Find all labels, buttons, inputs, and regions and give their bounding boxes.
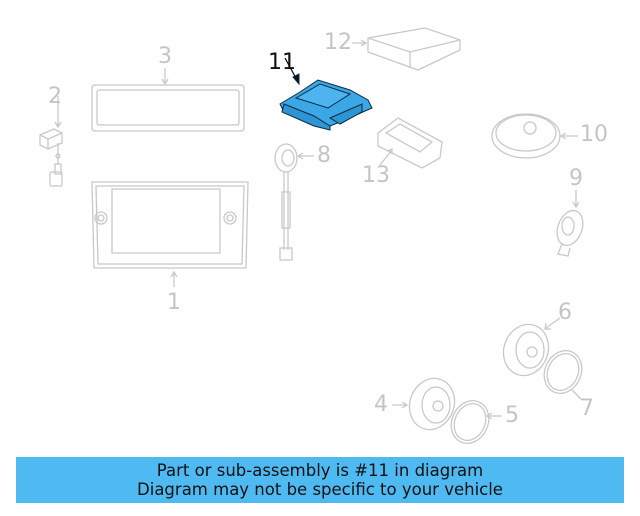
part-9-tweeter bbox=[556, 190, 584, 257]
part-4-speaker bbox=[392, 377, 456, 431]
callout-10[interactable]: 10 bbox=[580, 122, 608, 147]
part-7-ring bbox=[543, 350, 583, 401]
callout-6[interactable]: 6 bbox=[558, 300, 572, 325]
part-1-display bbox=[91, 181, 249, 287]
callout-5[interactable]: 5 bbox=[505, 403, 519, 428]
callout-3[interactable]: 3 bbox=[158, 44, 172, 69]
part-10-speaker bbox=[491, 113, 578, 159]
part-3-bezel bbox=[91, 68, 245, 132]
callout-8[interactable]: 8 bbox=[317, 143, 331, 168]
part-8-tweeter bbox=[274, 143, 314, 261]
callout-9[interactable]: 9 bbox=[569, 166, 583, 191]
callout-7[interactable]: 7 bbox=[580, 396, 594, 421]
banner-line-2: Diagram may not be specific to your vehi… bbox=[137, 480, 503, 499]
part-5-ring bbox=[450, 400, 502, 444]
part-12-module bbox=[352, 27, 461, 71]
part-2-sensor bbox=[39, 96, 63, 187]
part-11-control-module bbox=[279, 57, 373, 131]
callout-11[interactable]: 11 bbox=[268, 50, 296, 75]
banner-line-1: Part or sub-assembly is #11 in diagram bbox=[156, 461, 484, 480]
info-banner: Part or sub-assembly is #11 in diagram D… bbox=[16, 457, 624, 503]
part-13-bracket bbox=[377, 117, 443, 169]
callout-1[interactable]: 1 bbox=[167, 290, 181, 315]
callout-4[interactable]: 4 bbox=[374, 392, 388, 417]
callout-12[interactable]: 12 bbox=[324, 30, 352, 55]
callout-13[interactable]: 13 bbox=[362, 163, 390, 188]
callout-2[interactable]: 2 bbox=[48, 84, 62, 109]
part-6-speaker bbox=[502, 317, 561, 377]
